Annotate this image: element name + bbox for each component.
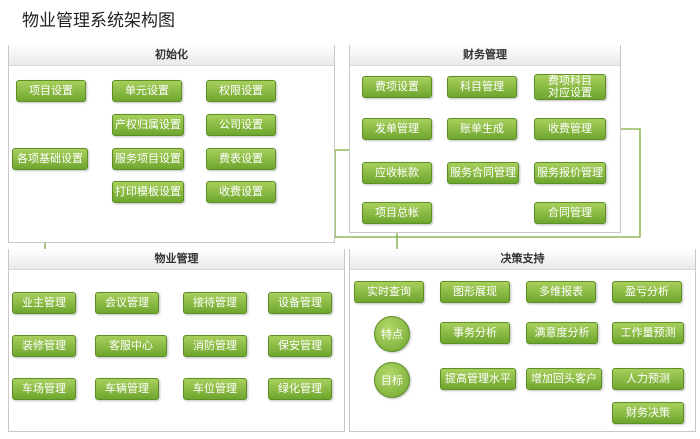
multidim-report-node[interactable]: 多维报表 <box>526 281 596 303</box>
business-analysis-node[interactable]: 事务分析 <box>440 322 510 344</box>
improve-management-node[interactable]: 提高管理水平 <box>440 368 516 390</box>
manpower-forecast-node[interactable]: 人力预测 <box>612 368 684 390</box>
realtime-query-node[interactable]: 实时查询 <box>354 281 424 303</box>
charge-setup-node[interactable]: 收费设置 <box>206 181 276 203</box>
ownership-setup-node[interactable]: 产权归属设置 <box>112 114 184 136</box>
finance-panel-title: 财务管理 <box>350 45 620 66</box>
meter-setup-node[interactable]: 费表设置 <box>206 148 276 170</box>
goal-node[interactable]: 目标 <box>374 362 410 398</box>
connector-arrow <box>255 125 641 238</box>
parking-lot-management-node[interactable]: 车场管理 <box>12 378 76 400</box>
project-setup-node[interactable]: 项目设置 <box>16 80 86 102</box>
bill-generation-node[interactable]: 账单生成 <box>447 118 517 140</box>
service-project-setup-node[interactable]: 服务项目设置 <box>112 148 184 170</box>
security-management-node[interactable]: 保安管理 <box>268 335 332 357</box>
unit-setup-node[interactable]: 单元设置 <box>112 80 182 102</box>
parking-space-management-node[interactable]: 车位管理 <box>183 378 247 400</box>
fee-account-mapping-node[interactable]: 费项科目 对应设置 <box>534 74 606 100</box>
basic-setup-node[interactable]: 各项基础设置 <box>12 148 88 170</box>
graph-display-node[interactable]: 图形展现 <box>440 281 510 303</box>
receivables-node[interactable]: 应收帐款 <box>362 162 432 184</box>
service-contract-node[interactable]: 服务合同管理 <box>447 162 519 184</box>
permission-setup-node[interactable]: 权限设置 <box>206 80 276 102</box>
financial-decision-node[interactable]: 财务决策 <box>612 402 684 424</box>
equipment-management-node[interactable]: 设备管理 <box>268 292 332 314</box>
owner-management-node[interactable]: 业主管理 <box>12 292 76 314</box>
init-panel: 初始化 <box>8 45 335 243</box>
vehicle-management-node[interactable]: 车辆管理 <box>95 378 159 400</box>
greening-management-node[interactable]: 绿化管理 <box>268 378 332 400</box>
company-setup-node[interactable]: 公司设置 <box>206 114 276 136</box>
init-panel-title: 初始化 <box>9 45 334 66</box>
renovation-management-node[interactable]: 装修管理 <box>12 335 76 357</box>
workload-forecast-node[interactable]: 工作量预测 <box>612 322 684 344</box>
charge-management-node[interactable]: 收费管理 <box>534 118 606 140</box>
account-management-node[interactable]: 科目管理 <box>447 76 517 98</box>
meeting-management-node[interactable]: 会议管理 <box>95 292 159 314</box>
feature-node[interactable]: 特点 <box>374 316 410 352</box>
project-ledger-node[interactable]: 项目总帐 <box>362 202 432 224</box>
service-quote-node[interactable]: 服务报价管理 <box>534 162 606 184</box>
invoice-management-node[interactable]: 发单管理 <box>362 118 432 140</box>
print-template-setup-node[interactable]: 打印模板设置 <box>112 181 184 203</box>
contract-management-node[interactable]: 合同管理 <box>534 202 606 224</box>
satisfaction-analysis-node[interactable]: 满意度分析 <box>526 322 598 344</box>
page-title: 物业管理系统架构图 <box>22 11 175 31</box>
reception-management-node[interactable]: 接待管理 <box>183 292 247 314</box>
decision-panel-title: 决策支持 <box>350 249 695 270</box>
fire-management-node[interactable]: 消防管理 <box>183 335 247 357</box>
profit-loss-analysis-node[interactable]: 盈亏分析 <box>612 281 682 303</box>
more-customers-node[interactable]: 增加回头客户 <box>526 368 602 390</box>
fee-item-setup-node[interactable]: 费项设置 <box>362 76 432 98</box>
property-panel-title: 物业管理 <box>9 249 344 270</box>
service-center-node[interactable]: 客服中心 <box>95 335 167 357</box>
